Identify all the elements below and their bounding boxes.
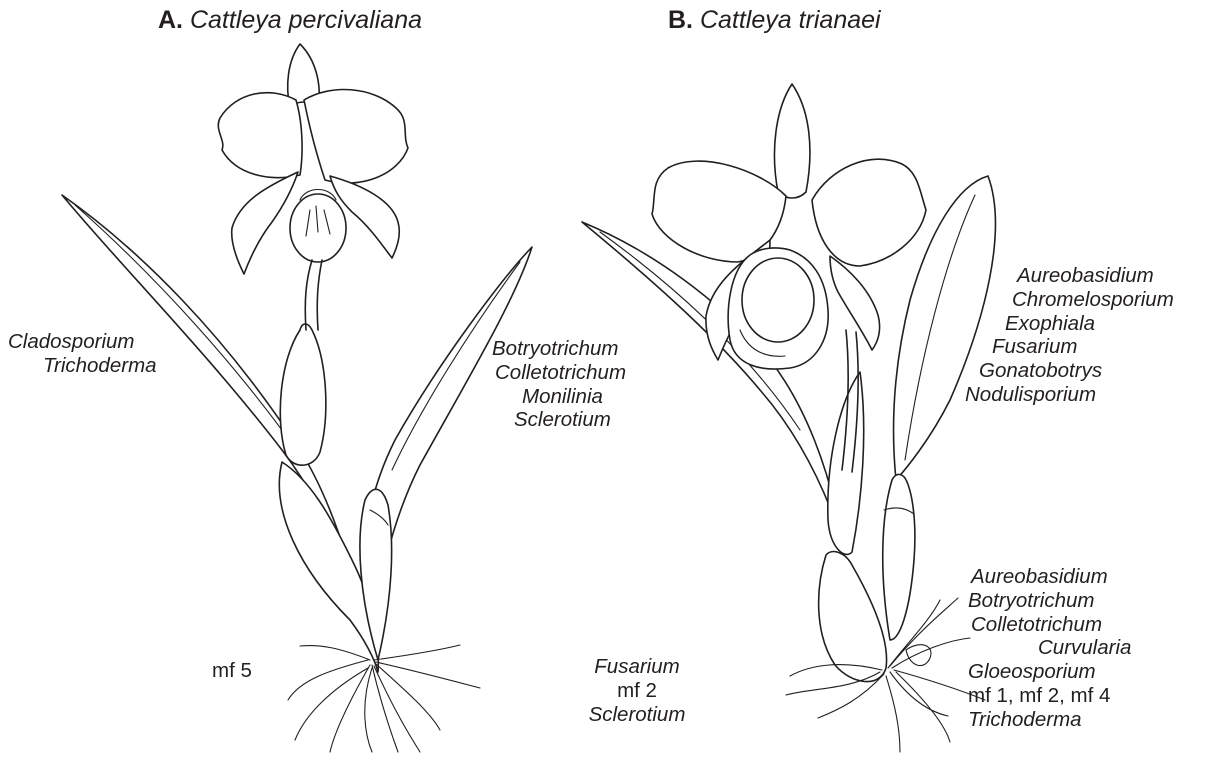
fungus-label: Monilinia [522, 385, 626, 409]
plant-a-pseudobulb [280, 324, 326, 465]
fungus-label: Trichoderma [968, 708, 1131, 732]
fungus-label: Fusarium [992, 335, 1174, 359]
fungus-label: Fusarium [582, 655, 692, 679]
fungus-label: mf 5 [212, 659, 252, 683]
panel-a-letter: A. [158, 6, 183, 34]
panel-b-middle-fungi-list: Fusarium mf 2 Sclerotium [582, 655, 692, 726]
fungus-label: Chromelosporium [1012, 288, 1174, 312]
fungus-label: Gonatobotrys [979, 359, 1174, 383]
fungus-label: Aureobasidium [971, 565, 1131, 589]
plant-a-drawing [62, 44, 532, 752]
plant-b-dorsal-sepal [774, 84, 809, 198]
plant-a-right-petal [304, 90, 408, 184]
fungus-label: Curvularia [1038, 636, 1131, 660]
fungus-label: Exophiala [1005, 312, 1174, 336]
fungus-label: Cladosporium [8, 330, 157, 354]
plant-b-right-petal [812, 159, 926, 266]
panel-b-species: Cattleya trianaei [700, 6, 881, 34]
panel-a-root-fungi-list: mf 5 [212, 659, 252, 683]
panel-a-species: Cattleya percivaliana [190, 6, 422, 34]
panel-a-right-fungi-list: Botryotrichum Colletotrichum Monilinia S… [492, 337, 626, 432]
fungus-label: Aureobasidium [1017, 264, 1174, 288]
fungus-label: Botryotrichum [492, 337, 626, 361]
panel-a-title: A. Cattleya percivaliana [158, 6, 422, 35]
panel-a-leaf-fungi-list: Cladosporium Trichoderma [8, 330, 157, 378]
fungus-label: mf 2 [582, 679, 692, 703]
plant-b-drawing [582, 84, 995, 752]
fungus-label: Colletotrichum [495, 361, 626, 385]
plant-a-left-petal [218, 93, 302, 178]
fungus-label: Trichoderma [8, 354, 157, 378]
panel-b-leaf-fungi-list: Aureobasidium Chromelosporium Exophiala … [965, 264, 1174, 407]
fungus-label: Colletotrichum [971, 613, 1131, 637]
plant-b-pseudobulb [819, 552, 887, 682]
fungus-label: Nodulisporium [965, 383, 1174, 407]
panel-b-letter: B. [668, 6, 693, 34]
panel-b-title: B. Cattleya trianaei [668, 6, 881, 35]
fungus-label: mf 1, mf 2, mf 4 [968, 684, 1131, 708]
fungus-label: Gloeosporium [968, 660, 1131, 684]
plant-b-roots [786, 598, 985, 752]
plant-a-roots [288, 645, 480, 752]
panel-b-root-fungi-list: Aureobasidium Botryotrichum Colletotrich… [968, 565, 1131, 732]
fungus-label: Botryotrichum [968, 589, 1131, 613]
fungus-label: Sclerotium [582, 703, 692, 727]
fungus-label: Sclerotium [514, 408, 626, 432]
